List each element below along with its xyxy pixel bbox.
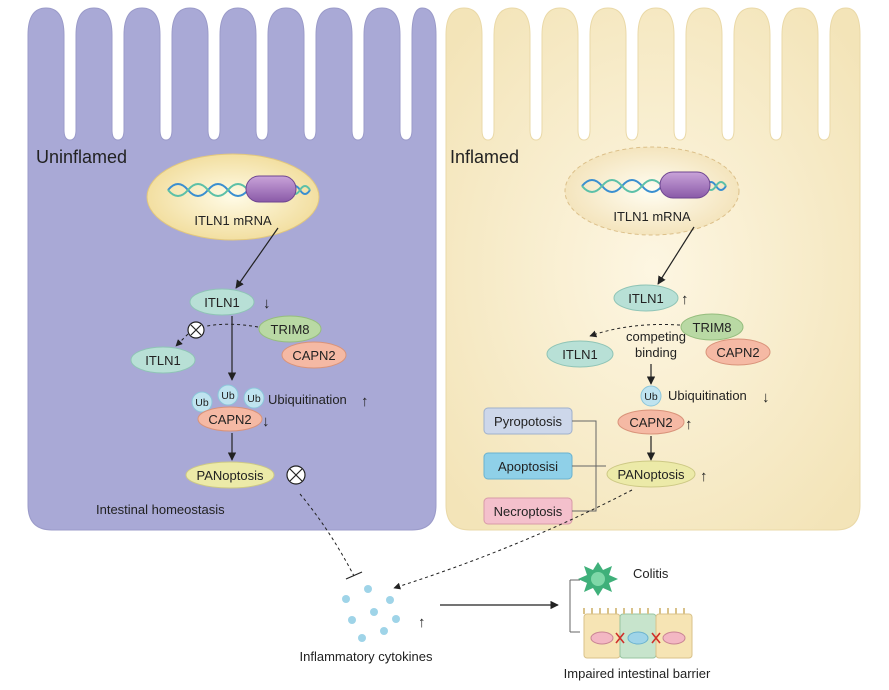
left-trim8-label: TRIM8 — [271, 322, 310, 337]
right-ubiquitination-arrow: ↓ — [762, 389, 770, 406]
competing-label-2: binding — [635, 345, 677, 360]
left-panoptosis-node — [185, 461, 275, 489]
uninflamed-cell-body — [27, 7, 437, 531]
inflamed-cell — [445, 7, 861, 531]
ub-icon — [243, 387, 265, 409]
left-mrna-label: ITLN1 mRNA — [194, 213, 272, 228]
left-itln1-node — [189, 288, 255, 316]
apoptosis-label: Apoptosisi — [498, 459, 558, 474]
right-capn2-arrow: ↑ — [685, 416, 693, 433]
colitis-label: Colitis — [633, 566, 669, 581]
cytokines-label: Inflammatory cytokines — [300, 649, 433, 664]
left-ub-label-1: Ub — [195, 397, 209, 409]
bottom-section: ↑ Inflammatory cytokines Colitis Impaire… — [300, 489, 711, 681]
left-itln1-free-label: ITLN1 — [145, 353, 180, 368]
right-itln1-node — [613, 284, 679, 312]
blocked-icon — [286, 465, 306, 485]
left-ub-label-2: Ub — [221, 390, 235, 402]
right-panoptosis-node — [606, 460, 696, 488]
right-itln1-arrow: ↑ — [681, 291, 689, 308]
left-pathway: ITLN1 ↓ TRIM8 CAPN2 ITLN1 Ub Ub Ub Ubiqu… — [96, 227, 369, 517]
uninflamed-title: Uninflamed — [36, 147, 127, 167]
colitis-icon — [578, 562, 618, 596]
inflamed-title: Inflamed — [450, 147, 519, 167]
left-capn2-arrow: ↓ — [262, 413, 270, 430]
right-mrna-label: ITLN1 mRNA — [613, 209, 691, 224]
inflamed-cell-body — [445, 7, 861, 531]
left-ubiquitination-label: Ubiquitination — [268, 392, 347, 407]
right-ubiquitination-label: Ubiquitination — [668, 388, 747, 403]
right-nucleus: ITLN1 mRNA — [564, 146, 740, 236]
left-trim8-node — [258, 315, 322, 343]
homeostasis-label: Intestinal homeostasis — [96, 502, 225, 517]
cytokine-cluster — [342, 585, 400, 642]
ub-icon — [191, 391, 213, 413]
cytokines-arrow: ↑ — [418, 614, 426, 631]
left-nucleus: ITLN1 mRNA — [146, 153, 320, 241]
left-ubiquitination-arrow: ↑ — [361, 393, 369, 410]
right-capn2-small-label: CAPN2 — [716, 345, 759, 360]
barrier-label: Impaired intestinal barrier — [564, 666, 711, 681]
ub-icon — [640, 385, 662, 407]
necroptosis-label: Necroptosis — [494, 504, 563, 519]
protein-icon — [245, 175, 297, 203]
protein-icon — [659, 171, 711, 199]
right-itln1-free-node — [546, 340, 614, 368]
competing-label-1: competing — [626, 329, 686, 344]
left-itln1-label: ITLN1 — [204, 295, 239, 310]
right-itln1-free-label: ITLN1 — [562, 347, 597, 362]
right-capn2-small-node — [705, 338, 771, 366]
left-capn2-node — [197, 406, 263, 432]
right-panoptosis-arrow: ↑ — [700, 468, 708, 485]
intestinal-barrier-icon — [583, 608, 693, 659]
right-pathway: ITLN1 ↑ TRIM8 competing binding ITLN1 CA… — [483, 226, 771, 525]
left-capn2-small-label: CAPN2 — [292, 348, 335, 363]
left-panoptosis-label: PANoptosis — [197, 468, 264, 483]
right-ub-label: Ub — [644, 391, 658, 403]
ub-icon — [217, 384, 239, 406]
left-capn2-label: CAPN2 — [208, 412, 251, 427]
left-itln1-free-node — [130, 346, 196, 374]
pyroptosis-label: Pyropotosis — [494, 414, 562, 429]
right-capn2-node — [617, 409, 685, 435]
uninflamed-cell — [27, 7, 437, 531]
left-capn2-small-node — [281, 341, 347, 369]
blocked-icon — [187, 321, 205, 339]
right-panoptosis-label: PANoptosis — [618, 467, 685, 482]
right-capn2-label: CAPN2 — [629, 415, 672, 430]
right-trim8-label: TRIM8 — [693, 320, 732, 335]
left-ub-label-3: Ub — [247, 393, 261, 405]
left-itln1-arrow: ↓ — [263, 295, 271, 312]
right-trim8-node — [680, 313, 744, 341]
right-itln1-label: ITLN1 — [628, 291, 663, 306]
